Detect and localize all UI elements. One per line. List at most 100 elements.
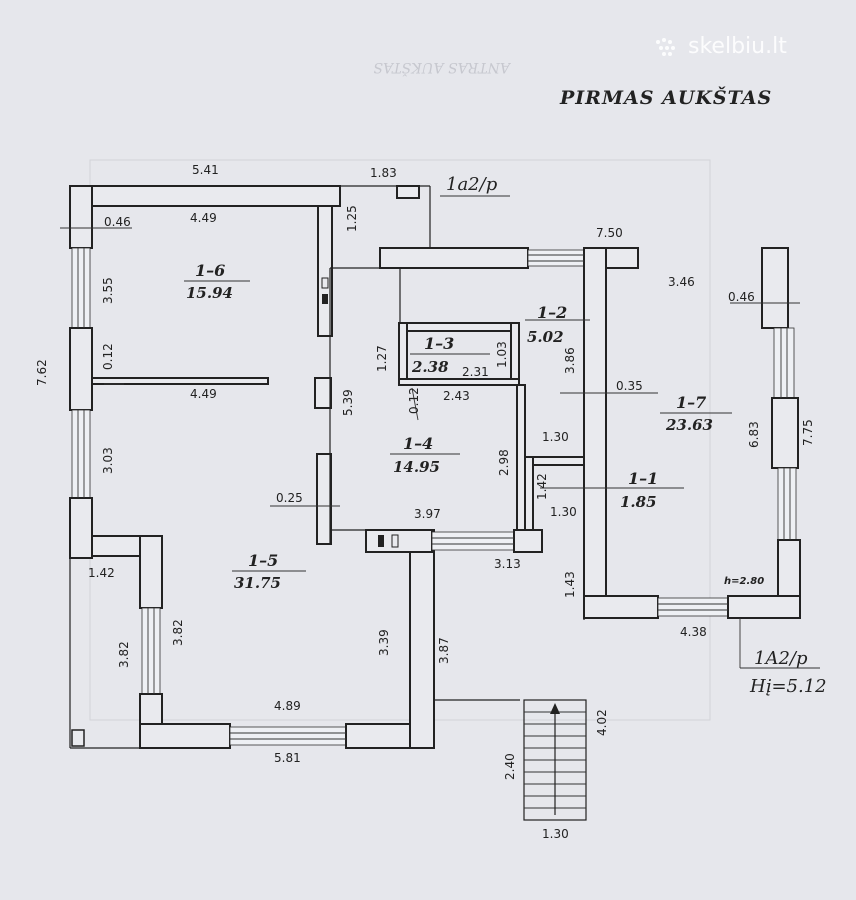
dim-3-97: 3.97 — [414, 507, 441, 521]
window-left-1 — [71, 247, 91, 329]
vent-mark-4 — [391, 534, 399, 548]
wall-top-hall — [379, 247, 529, 269]
room-area-1-5: 31.75 — [234, 574, 281, 592]
wall-11-top — [524, 456, 588, 466]
dim-7-75: 7.75 — [801, 419, 815, 446]
vent-mark-1 — [321, 277, 329, 289]
leader-lines — [60, 195, 820, 669]
dim-1-03: 1.03 — [495, 341, 509, 368]
dim-1-42b: 1.42 — [88, 566, 115, 580]
watermark-text: skelbiu.lt — [688, 34, 787, 59]
dim-4-49b: 4.49 — [190, 387, 217, 401]
room-id-1-6: 1–6 — [195, 261, 225, 280]
dim-0-46a: 0.46 — [104, 215, 131, 229]
wall-17-left — [583, 247, 607, 619]
window-14-bottom — [431, 531, 515, 551]
wall-left-3 — [69, 497, 93, 559]
wall-11-left — [524, 456, 534, 531]
wall-15-right — [409, 529, 435, 749]
section-label-big: 1A2/p — [754, 648, 808, 669]
dim-2-31: 2.31 — [462, 365, 489, 379]
dim-4-02: 4.02 — [595, 709, 609, 736]
dim-7-50: 7.50 — [596, 226, 623, 240]
dim-3-03: 3.03 — [101, 447, 115, 474]
dim-5-41: 5.41 — [192, 163, 219, 177]
wall-14-right — [516, 384, 526, 531]
dim-2-43: 2.43 — [443, 389, 470, 403]
walls — [69, 185, 801, 749]
room-id-1-7: 1–7 — [676, 393, 706, 412]
dim-1-30a: 1.30 — [542, 430, 569, 444]
vent-mark-3 — [378, 535, 384, 547]
window-17-right-2 — [777, 467, 797, 541]
wall-13-bottom — [398, 378, 520, 386]
wall-14-bottom-right — [513, 529, 543, 553]
dim-1-43: 1.43 — [563, 571, 577, 598]
watermark-dots-icon — [656, 38, 682, 56]
wall-13-top — [398, 322, 520, 332]
room-id-1-3: 1–3 — [424, 334, 454, 353]
dim-3-87: 3.87 — [437, 637, 451, 664]
dim-1-30b: 1.30 — [550, 505, 577, 519]
dim-0-46b: 0.46 — [728, 290, 755, 304]
wall-17-right-2 — [771, 397, 799, 469]
section-label-small: 1a2/p — [446, 174, 498, 195]
dim-7-62: 7.62 — [35, 359, 49, 386]
room-id-1-1: 1–1 — [628, 469, 658, 488]
dim-3-82a: 3.82 — [117, 641, 131, 668]
room-area-1-4: 14.95 — [393, 458, 440, 476]
room-labels: 1–6 15.94 1–3 2.38 1–2 5.02 1–7 23.63 1–… — [184, 261, 732, 592]
wall-17-bottom-2 — [727, 595, 801, 619]
dim-1-27: 1.27 — [375, 345, 389, 372]
wall-partition-16-15 — [91, 377, 269, 385]
stairs — [523, 699, 587, 821]
room-id-1-5: 1–5 — [248, 551, 278, 570]
dim-2-98: 2.98 — [497, 449, 511, 476]
room-id-1-2: 1–2 — [537, 303, 567, 322]
dimensions: 5.41 1.83 1.25 0.46 4.49 7.50 3.46 0.46 … — [35, 163, 815, 841]
wall-chimney — [396, 185, 420, 199]
dim-0-12b: 0.12 — [407, 387, 421, 414]
dim-3-13: 3.13 — [494, 557, 521, 571]
wall-15-14 — [316, 453, 332, 545]
ceiling-height-label: h=2.80 — [724, 576, 764, 587]
dim-1-83: 1.83 — [370, 166, 397, 180]
dim-3-82b: 3.82 — [171, 619, 185, 646]
dim-6-83: 6.83 — [747, 421, 761, 448]
vent-mark-2 — [322, 294, 328, 304]
dim-3-55: 3.55 — [101, 277, 115, 304]
wall-left-2 — [69, 327, 93, 411]
room-area-1-7: 23.63 — [665, 416, 713, 434]
dim-2-40: 2.40 — [503, 753, 517, 780]
dim-3-39: 3.39 — [377, 629, 391, 656]
window-bottom — [229, 726, 347, 746]
watermark: skelbiu.lt — [656, 34, 787, 59]
dim-1-25: 1.25 — [345, 205, 359, 232]
window-17-right-1 — [773, 327, 795, 399]
wall-13-left — [398, 322, 408, 386]
room-area-1-2: 5.02 — [527, 328, 564, 346]
wall-left-1 — [69, 185, 93, 249]
ghost-title: ANTRAS AUKŠTAS — [373, 59, 512, 77]
wall-15-top-right — [365, 529, 433, 553]
dim-5-39: 5.39 — [341, 389, 355, 416]
wall-13-right — [510, 322, 520, 386]
hi-label: Hį=5.12 — [749, 676, 827, 697]
window-15-left — [141, 607, 161, 695]
page-title: PIRMAS AUKŠTAS — [559, 86, 772, 109]
dim-4-89: 4.89 — [274, 699, 301, 713]
dim-1-42a: 1.42 — [535, 473, 549, 500]
window-left-2 — [71, 409, 91, 499]
wall-17-bottom-1 — [583, 595, 659, 619]
window-top-hall — [527, 249, 585, 267]
dim-4-49a: 4.49 — [190, 211, 217, 225]
wall-15-left-upper — [139, 535, 163, 609]
dim-5-81: 5.81 — [274, 751, 301, 765]
dim-4-38: 4.38 — [680, 625, 707, 639]
room-area-1-6: 15.94 — [186, 284, 233, 302]
dim-0-12a: 0.12 — [101, 343, 115, 370]
dim-0-35: 0.35 — [616, 379, 643, 393]
wall-r16 — [317, 205, 333, 337]
wall-17-right-1 — [761, 247, 789, 329]
